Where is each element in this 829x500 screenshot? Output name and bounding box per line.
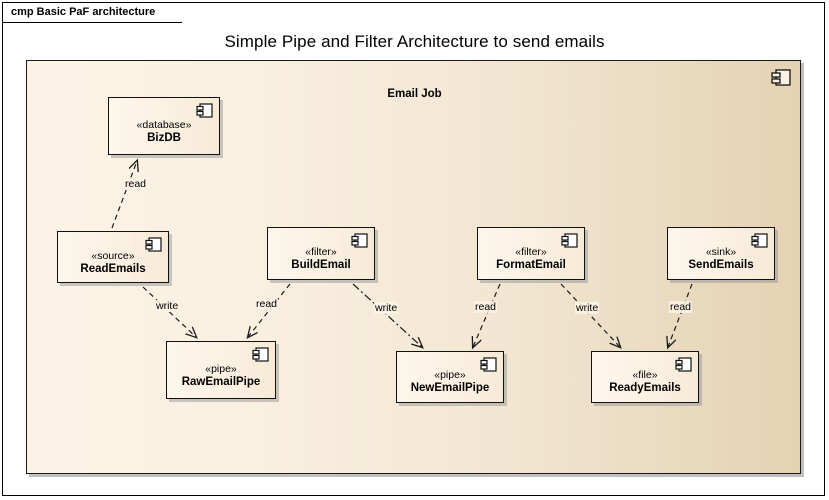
component-buildEmail[interactable]: «filter» BuildEmail [267, 227, 375, 280]
component-readyEmails[interactable]: «file» ReadyEmails [591, 351, 699, 403]
component-rawEmailPipe[interactable]: «pipe» RawEmailPipe [166, 341, 276, 399]
component-stereotype: «pipe» [434, 369, 466, 381]
component-name: BizDB [147, 132, 181, 144]
connector-label-read-newpipe: read [474, 301, 498, 313]
component-name: BuildEmail [291, 259, 351, 271]
component-name: NewEmailPipe [410, 382, 490, 394]
component-name: FormatEmail [496, 259, 566, 271]
component-icon [751, 233, 768, 254]
component-stereotype: «filter» [515, 246, 547, 258]
frame-name-tab: cmp Basic PaF architecture [3, 3, 182, 23]
component-icon [145, 237, 162, 258]
component-name: RawEmailPipe [181, 376, 261, 388]
component-icon [771, 69, 791, 92]
component-sendEmails[interactable]: «sink» SendEmails [667, 227, 775, 280]
connector-label-read-bizdb: read [124, 178, 148, 190]
component-stereotype: «pipe» [205, 363, 237, 375]
component-stereotype: «database» [136, 119, 192, 131]
component-name: ReadEmails [80, 263, 146, 275]
component-icon [561, 233, 578, 254]
component-readEmails[interactable]: «source» ReadEmails [57, 231, 169, 283]
component-icon [196, 103, 213, 124]
component-icon [351, 233, 368, 254]
component-stereotype: «filter» [305, 246, 337, 258]
email-job-label: Email Job [387, 88, 442, 100]
component-icon [480, 357, 497, 378]
component-stereotype: «file» [632, 369, 658, 381]
component-formatEmail[interactable]: «filter» FormatEmail [477, 227, 585, 280]
connector-label-read-rawpipe: read [255, 298, 279, 310]
component-newEmailPipe[interactable]: «pipe» NewEmailPipe [396, 351, 504, 403]
connector-label-write-readyemails: write [575, 302, 600, 314]
component-name: ReadyEmails [609, 382, 681, 394]
component-bizdb[interactable]: «database» BizDB [108, 97, 220, 155]
component-icon [252, 347, 269, 368]
component-name: SendEmails [688, 259, 754, 271]
component-stereotype: «sink» [705, 246, 737, 258]
connector-label-write-newpipe: write [374, 302, 399, 314]
connector-label-write-rawpipe: write [155, 300, 180, 312]
component-stereotype: «source» [91, 250, 135, 262]
diagram-title: Simple Pipe and Filter Architecture to s… [224, 32, 605, 51]
component-icon [675, 357, 692, 378]
connector-label-read-readyemails: read [669, 301, 693, 313]
